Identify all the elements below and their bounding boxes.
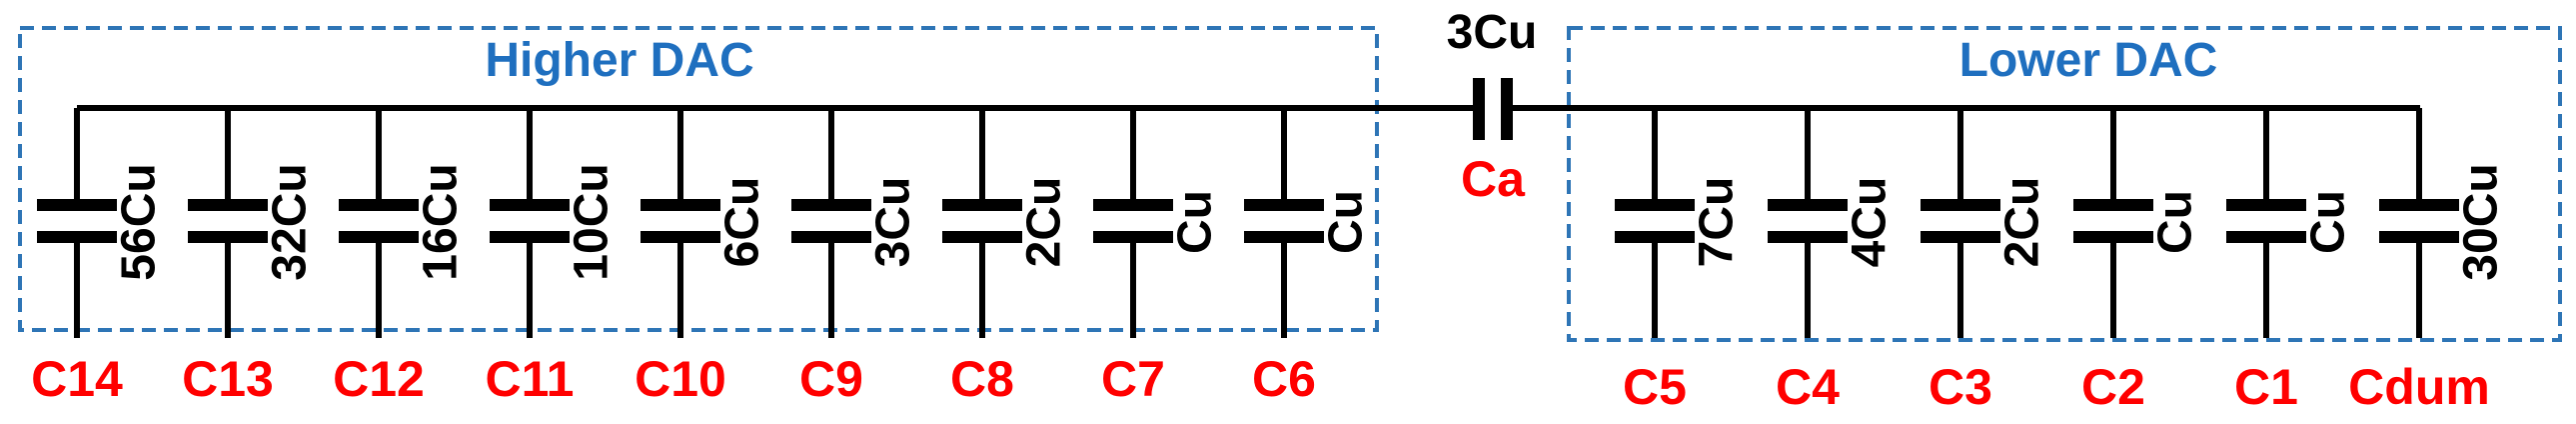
- capacitor-value-label: 2Cu: [1017, 177, 1070, 268]
- node-label: C1: [2234, 359, 2298, 415]
- node-label: C11: [486, 351, 575, 407]
- lower-dac-box: [1567, 26, 2562, 342]
- node-label: C12: [333, 351, 425, 407]
- node-label: C5: [1623, 359, 1687, 415]
- node-label: C3: [1929, 359, 1992, 415]
- capacitor-value-label: 6Cu: [715, 177, 768, 268]
- node-label: C7: [1101, 351, 1165, 407]
- capacitor-value-label: 3Cu: [866, 177, 919, 268]
- higher-dac-box: [18, 26, 1379, 332]
- attenuation-capacitor: 3Cu Ca: [1447, 6, 1538, 207]
- capacitor-value-label: Cu: [2301, 190, 2354, 254]
- higher-dac-capacitors: 56CuC1432CuC1316CuC1210CuC116CuC103CuC92…: [31, 108, 1372, 407]
- higher-dac-title: Higher DAC: [485, 34, 753, 87]
- capacitor-value-label: 2Cu: [1995, 177, 2048, 268]
- capacitor-value-label: Cu: [1168, 190, 1221, 254]
- capacitor-value-label: 4Cu: [1843, 177, 1896, 268]
- node-label: Cdum: [2348, 359, 2490, 415]
- attenuation-cap-name: Ca: [1461, 151, 1526, 207]
- capacitor-value-label: 10Cu: [565, 163, 618, 280]
- attenuation-cap-value: 3Cu: [1447, 6, 1538, 59]
- capacitor-value-label: Cu: [1319, 190, 1372, 254]
- node-label: C8: [950, 351, 1014, 407]
- capacitor-value-label: 30Cu: [2454, 163, 2507, 280]
- node-label: C13: [182, 351, 274, 407]
- higher-dac-group: Higher DAC 56CuC1432CuC1316CuC1210CuC116…: [18, 26, 1479, 407]
- node-label: C10: [635, 351, 726, 407]
- capacitor-value-label: 16Cu: [414, 163, 467, 280]
- node-label: C6: [1252, 351, 1316, 407]
- capacitor-value-label: 32Cu: [263, 163, 316, 280]
- node-label: C4: [1776, 359, 1840, 415]
- capacitor-value-label: 7Cu: [1690, 177, 1743, 268]
- capacitor-value-label: Cu: [2148, 190, 2201, 254]
- node-label: C2: [2081, 359, 2145, 415]
- lower-dac-group: Lower DAC 7CuC54CuC42CuC3CuC2CuC130CuCdu…: [1507, 26, 2562, 415]
- capacitor-value-label: 56Cu: [112, 163, 165, 280]
- node-label: C9: [799, 351, 863, 407]
- node-label: C14: [31, 351, 123, 407]
- lower-dac-title: Lower DAC: [1959, 34, 2218, 87]
